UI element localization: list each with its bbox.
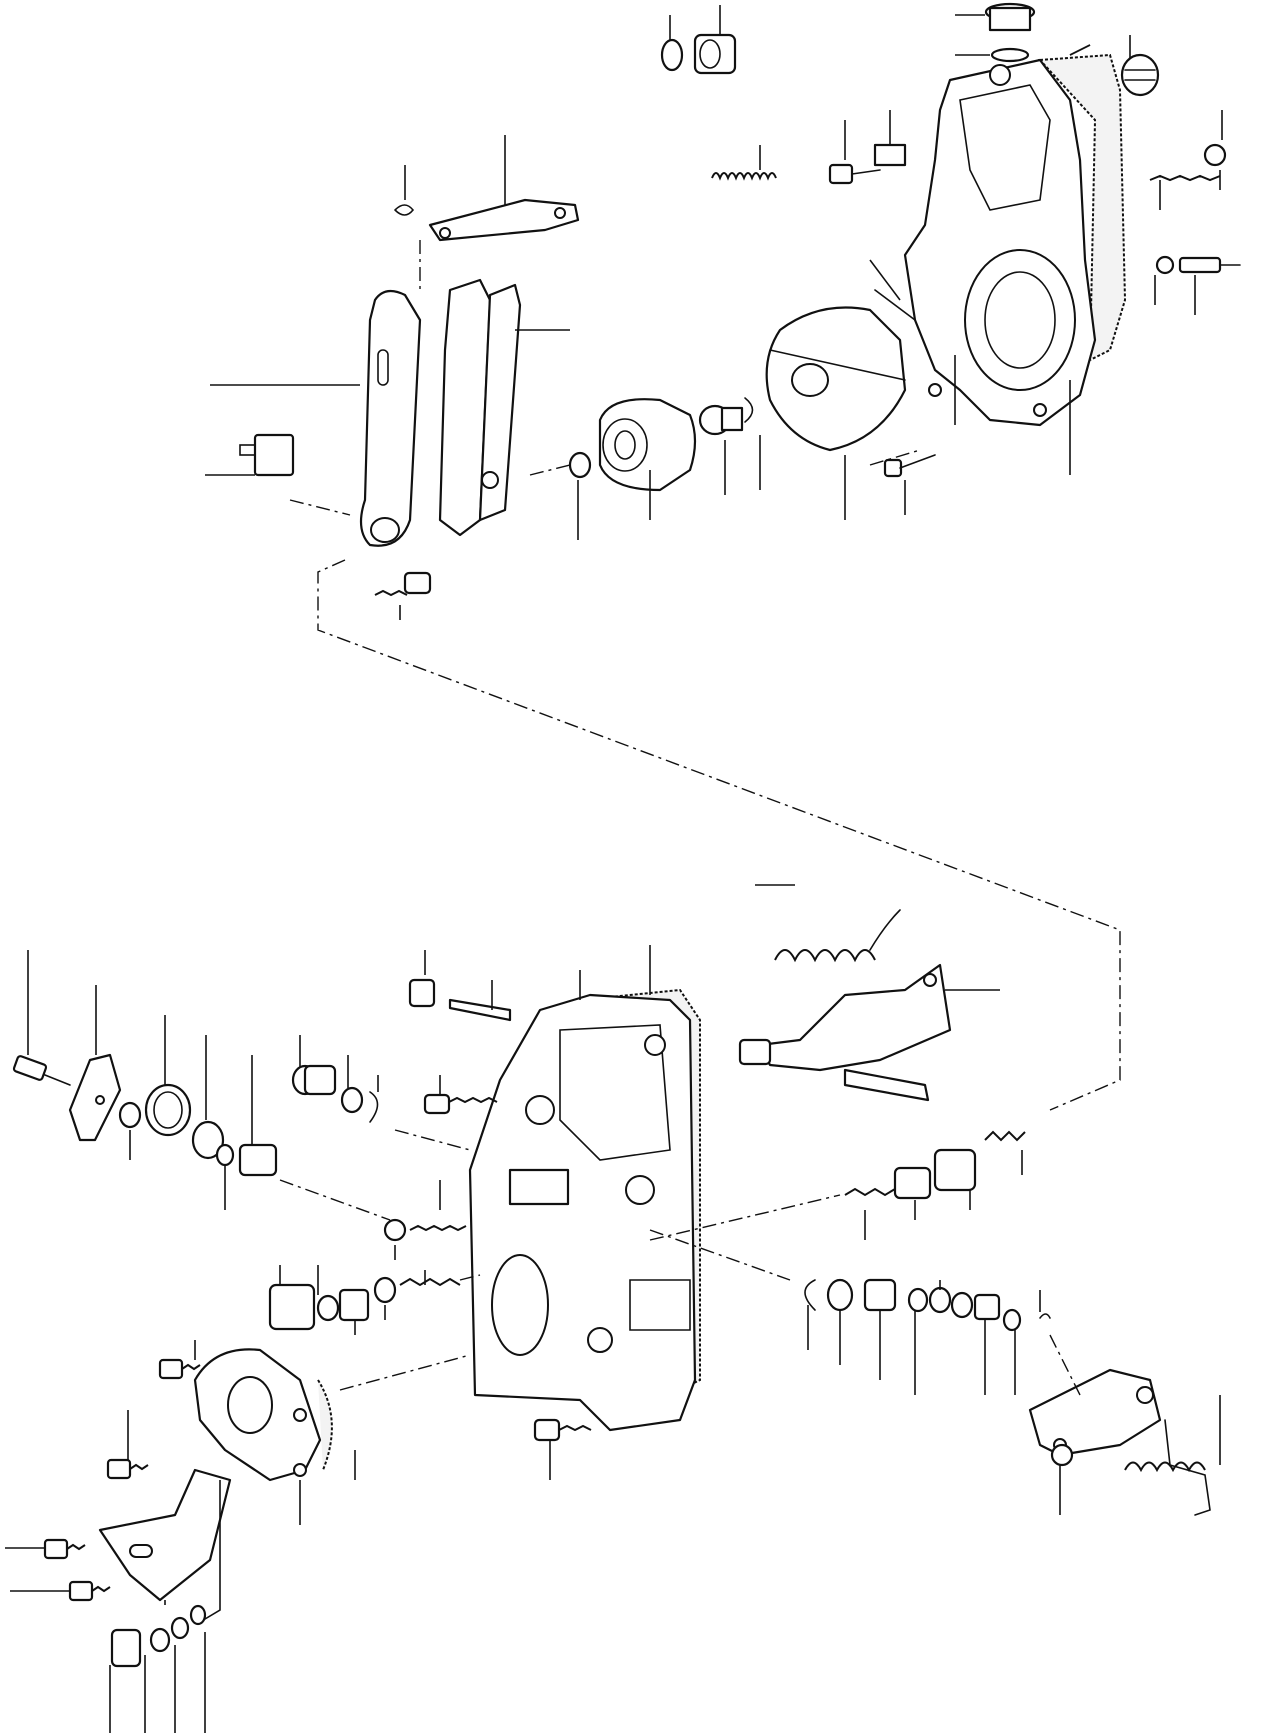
plug-center xyxy=(291,1035,379,1123)
washer xyxy=(568,451,592,540)
right-stud xyxy=(1154,255,1241,315)
governor-lever xyxy=(210,278,570,547)
bracket xyxy=(98,1468,232,1605)
upper-axis-line xyxy=(529,464,571,476)
stud-center xyxy=(383,1180,467,1260)
bracket-bolts xyxy=(5,1480,221,1623)
bolt-small xyxy=(883,454,936,515)
upper-axis-line-2 xyxy=(869,449,921,466)
upper-spring xyxy=(711,145,777,181)
plug-and-washer xyxy=(660,5,737,75)
right-screw xyxy=(1149,110,1227,210)
screw-plug-right xyxy=(1120,35,1160,97)
flyweight-holder xyxy=(765,306,907,520)
right-fittings xyxy=(649,1130,1026,1241)
left-axis-line xyxy=(279,1179,391,1221)
screw-center xyxy=(394,1075,498,1151)
lever-plate-top xyxy=(428,135,580,242)
fitting-left xyxy=(215,1055,278,1210)
cover xyxy=(193,1348,356,1525)
assembly-connector-line xyxy=(317,559,1121,1111)
washer-left xyxy=(118,1101,142,1160)
top-plug xyxy=(955,2,1036,63)
control-lever xyxy=(738,884,1000,1102)
cover-axis-line xyxy=(339,1354,471,1391)
lever-bolt xyxy=(374,571,432,620)
left-bolt xyxy=(12,950,71,1086)
e-clip-top xyxy=(394,165,421,290)
governor-housing xyxy=(903,44,1127,427)
lower-assembly xyxy=(5,884,1221,1733)
stop-lever xyxy=(1028,1334,1221,1516)
bottom-nut-group xyxy=(109,1604,207,1733)
cap-nut-group xyxy=(268,1265,481,1335)
ring-left xyxy=(144,1015,192,1137)
pump-body xyxy=(468,945,701,1432)
governor-sleeve xyxy=(598,398,697,520)
top-bolt-and-pin xyxy=(408,950,512,1022)
cover-bolts xyxy=(106,1340,201,1480)
upper-assembly xyxy=(205,2,1241,620)
shaft-ring xyxy=(698,397,761,495)
pin xyxy=(869,259,956,425)
switch-block xyxy=(205,433,351,516)
bottom-bolt xyxy=(533,1418,592,1480)
o-ring-left xyxy=(191,1035,225,1160)
bolt-with-bracket xyxy=(828,110,907,185)
right-lower-fittings xyxy=(649,1229,1051,1395)
left-plate xyxy=(68,985,122,1142)
